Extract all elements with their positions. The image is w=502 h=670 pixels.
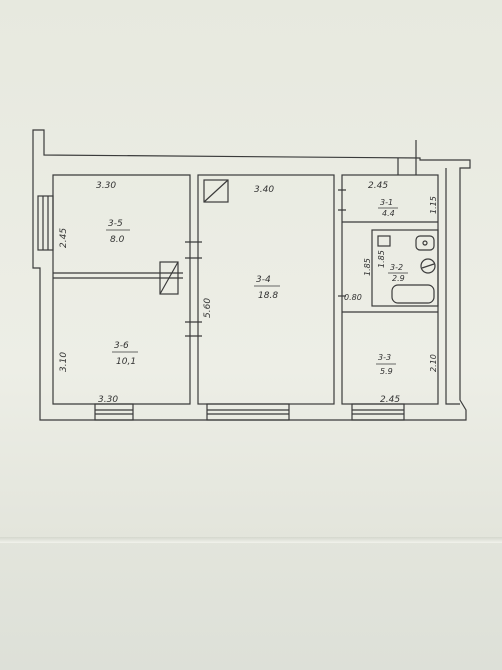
dim-bath-right: 1.85 [377, 250, 386, 268]
room-3-5-id: 3-5 [108, 219, 123, 229]
dim-bottom-left: 3.30 [98, 395, 118, 405]
wall-3-2 [371, 229, 439, 307]
outer-wall-inner [52, 174, 191, 405]
room-3-3-area: 5.9 [380, 367, 393, 376]
toilet [420, 258, 436, 274]
fixture-box [377, 235, 391, 247]
room-3-2-area: 2.9 [392, 274, 405, 283]
dim-middle-vertical: 5.60 [203, 298, 213, 318]
dim-top-left: 3.30 [96, 181, 116, 191]
dim-room-3-3-right: 2.10 [429, 354, 438, 372]
dim-hall-right: 1.15 [429, 196, 438, 214]
room-3-6-area: 10,1 [116, 357, 136, 367]
sink [415, 235, 435, 251]
dim-left-lower: 3.10 [59, 352, 69, 372]
window-left [37, 195, 54, 251]
room-3-1-area: 4.4 [382, 209, 395, 218]
dim-door-gap: 0.80 [344, 293, 362, 302]
dim-bath-left: 1.85 [363, 258, 372, 276]
room-3-4-id: 3-4 [256, 275, 271, 285]
room-3-5-area: 8.0 [110, 235, 125, 245]
entrance-door [397, 140, 417, 175]
door-3-1 [338, 189, 346, 211]
dim-left-upper: 2.45 [59, 228, 69, 248]
dim-top-right: 2.45 [368, 181, 388, 191]
room-3-3-id: 3-3 [378, 353, 391, 362]
window-bottom-1 [94, 403, 134, 421]
wall-3-4 [197, 174, 335, 405]
bathtub [391, 284, 435, 304]
door-3-4-3-5 [185, 241, 202, 259]
room-3-4-area: 18.8 [258, 291, 278, 301]
window-bottom-3 [351, 403, 405, 421]
outer-right-wall [445, 168, 460, 405]
chimney-box [203, 179, 229, 203]
room-3-2-id: 3-2 [390, 263, 403, 272]
dim-top-middle: 3.40 [254, 185, 274, 195]
outer-wall-outer [32, 129, 471, 421]
window-bottom-2 [206, 403, 290, 421]
vent-shaft [159, 261, 179, 295]
door-3-4-3-6 [185, 321, 202, 337]
dim-bottom-right: 2.45 [380, 395, 400, 405]
room-3-6-id: 3-6 [114, 341, 129, 351]
paper-fold [0, 537, 502, 543]
room-3-1-id: 3-1 [380, 198, 393, 207]
